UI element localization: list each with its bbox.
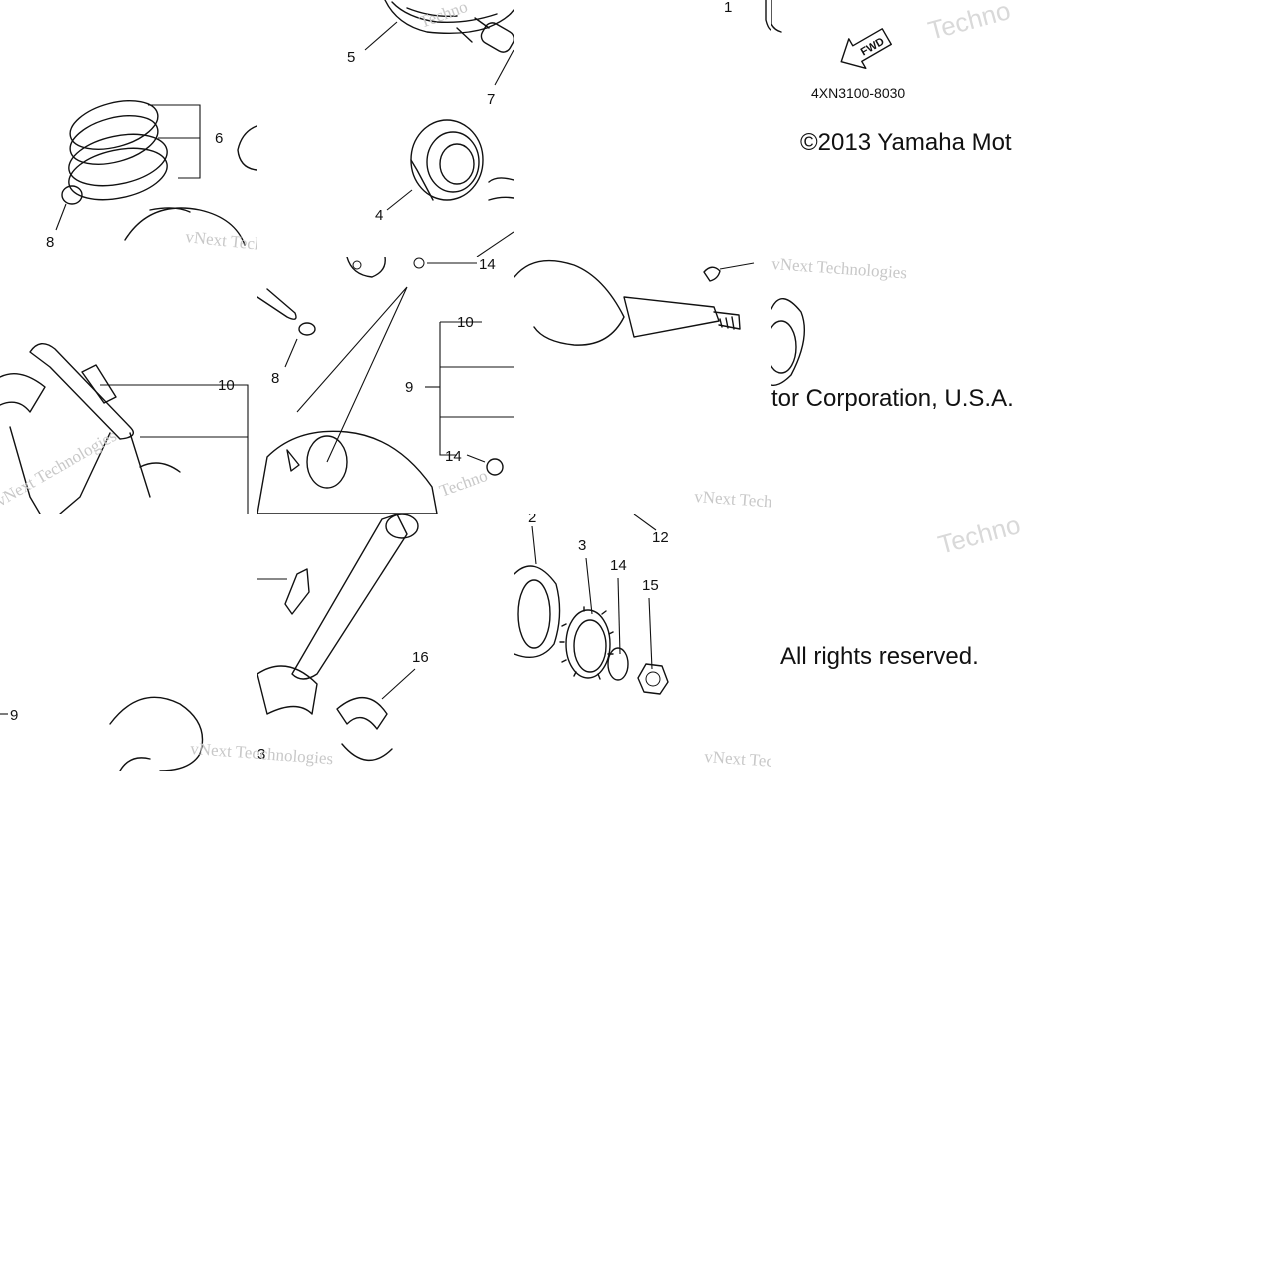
callout-10: 10 <box>457 314 474 331</box>
tile-piston-top: 5 7 4 Techno <box>257 0 514 257</box>
svg-text:vNext Technologies: vNext Technologies <box>257 740 334 768</box>
callout-12: 12 <box>652 529 669 546</box>
callout-3: 3 <box>578 537 586 554</box>
callout-1: 1 <box>724 0 732 16</box>
callout-11: 14 <box>445 448 462 465</box>
svg-text:Techno: Techno <box>437 466 490 501</box>
callout-3: 3 <box>257 746 265 763</box>
sprocket-icon <box>559 606 614 680</box>
tile-copyright-3: Techno All rights reserved. <box>771 514 1028 771</box>
callout-9: 9 <box>10 707 18 724</box>
watermark: Techno <box>417 0 470 32</box>
tile-piston-lower: 9 vNext Technologies <box>0 514 257 771</box>
svg-text:vNext Technologies: vNext Technologies <box>694 487 771 514</box>
svg-text:vNext Technologies: vNext Technologies <box>704 747 771 771</box>
callout-8: 8 <box>46 234 54 251</box>
watermark: Techno <box>925 0 1014 46</box>
tile-fwd-arrow: 1 4XN3100-8030 <box>514 0 771 257</box>
tile-conrod-main: 3 16 vNext Technologies <box>257 514 514 771</box>
copyright-line-1: ©2013 Yamaha Mot <box>800 129 1012 156</box>
callout-16: 16 <box>412 649 429 666</box>
callout-7: 7 <box>487 91 495 108</box>
callout-11: 14 <box>479 257 496 273</box>
tile-sprocket: 2 3 14 15 12 vNext Technologies <box>514 514 771 771</box>
tile-rings: 6 8 vNext Technologies <box>0 0 257 257</box>
svg-text:Techno: Techno <box>935 514 1024 560</box>
fwd-arrow-icon <box>840 28 892 70</box>
tile-fwd-code: FWD 4XN3100-8030 Techno ©2013 Yamaha Mot <box>771 0 1028 257</box>
svg-text:vNext Technologies: vNext Technologies <box>185 227 257 257</box>
svg-text:vNext Technologies: vNext Technologies <box>771 257 908 282</box>
copyright-line-3: All rights reserved. <box>780 643 979 670</box>
tile-crank-end: vNext Technologies tor Corporation, U.S.… <box>771 257 1028 514</box>
callout-4: 4 <box>375 207 383 224</box>
tile-crank-mid: 14 8 10 9 14 Techno <box>257 257 514 514</box>
copyright-line-2: tor Corporation, U.S.A. <box>771 385 1014 412</box>
callout-10: 10 <box>218 377 235 394</box>
part-code: 4XN3100-8030 <box>811 85 905 101</box>
tile-conrod-left: 10 vNext Technologies <box>0 257 257 514</box>
callout-5: 5 <box>347 49 355 66</box>
callout-15: 15 <box>642 577 659 594</box>
callout-6: 6 <box>215 130 223 147</box>
callout-9: 9 <box>405 379 413 396</box>
callout-14: 14 <box>610 557 627 574</box>
svg-text:vNext Technologies: vNext Technologies <box>0 426 120 510</box>
tile-crankshaft: vNext Technologies <box>514 257 771 514</box>
svg-text:vNext Technologies: vNext Technologies <box>190 739 257 767</box>
callout-2: 2 <box>528 514 536 526</box>
callout-8: 8 <box>271 370 279 387</box>
